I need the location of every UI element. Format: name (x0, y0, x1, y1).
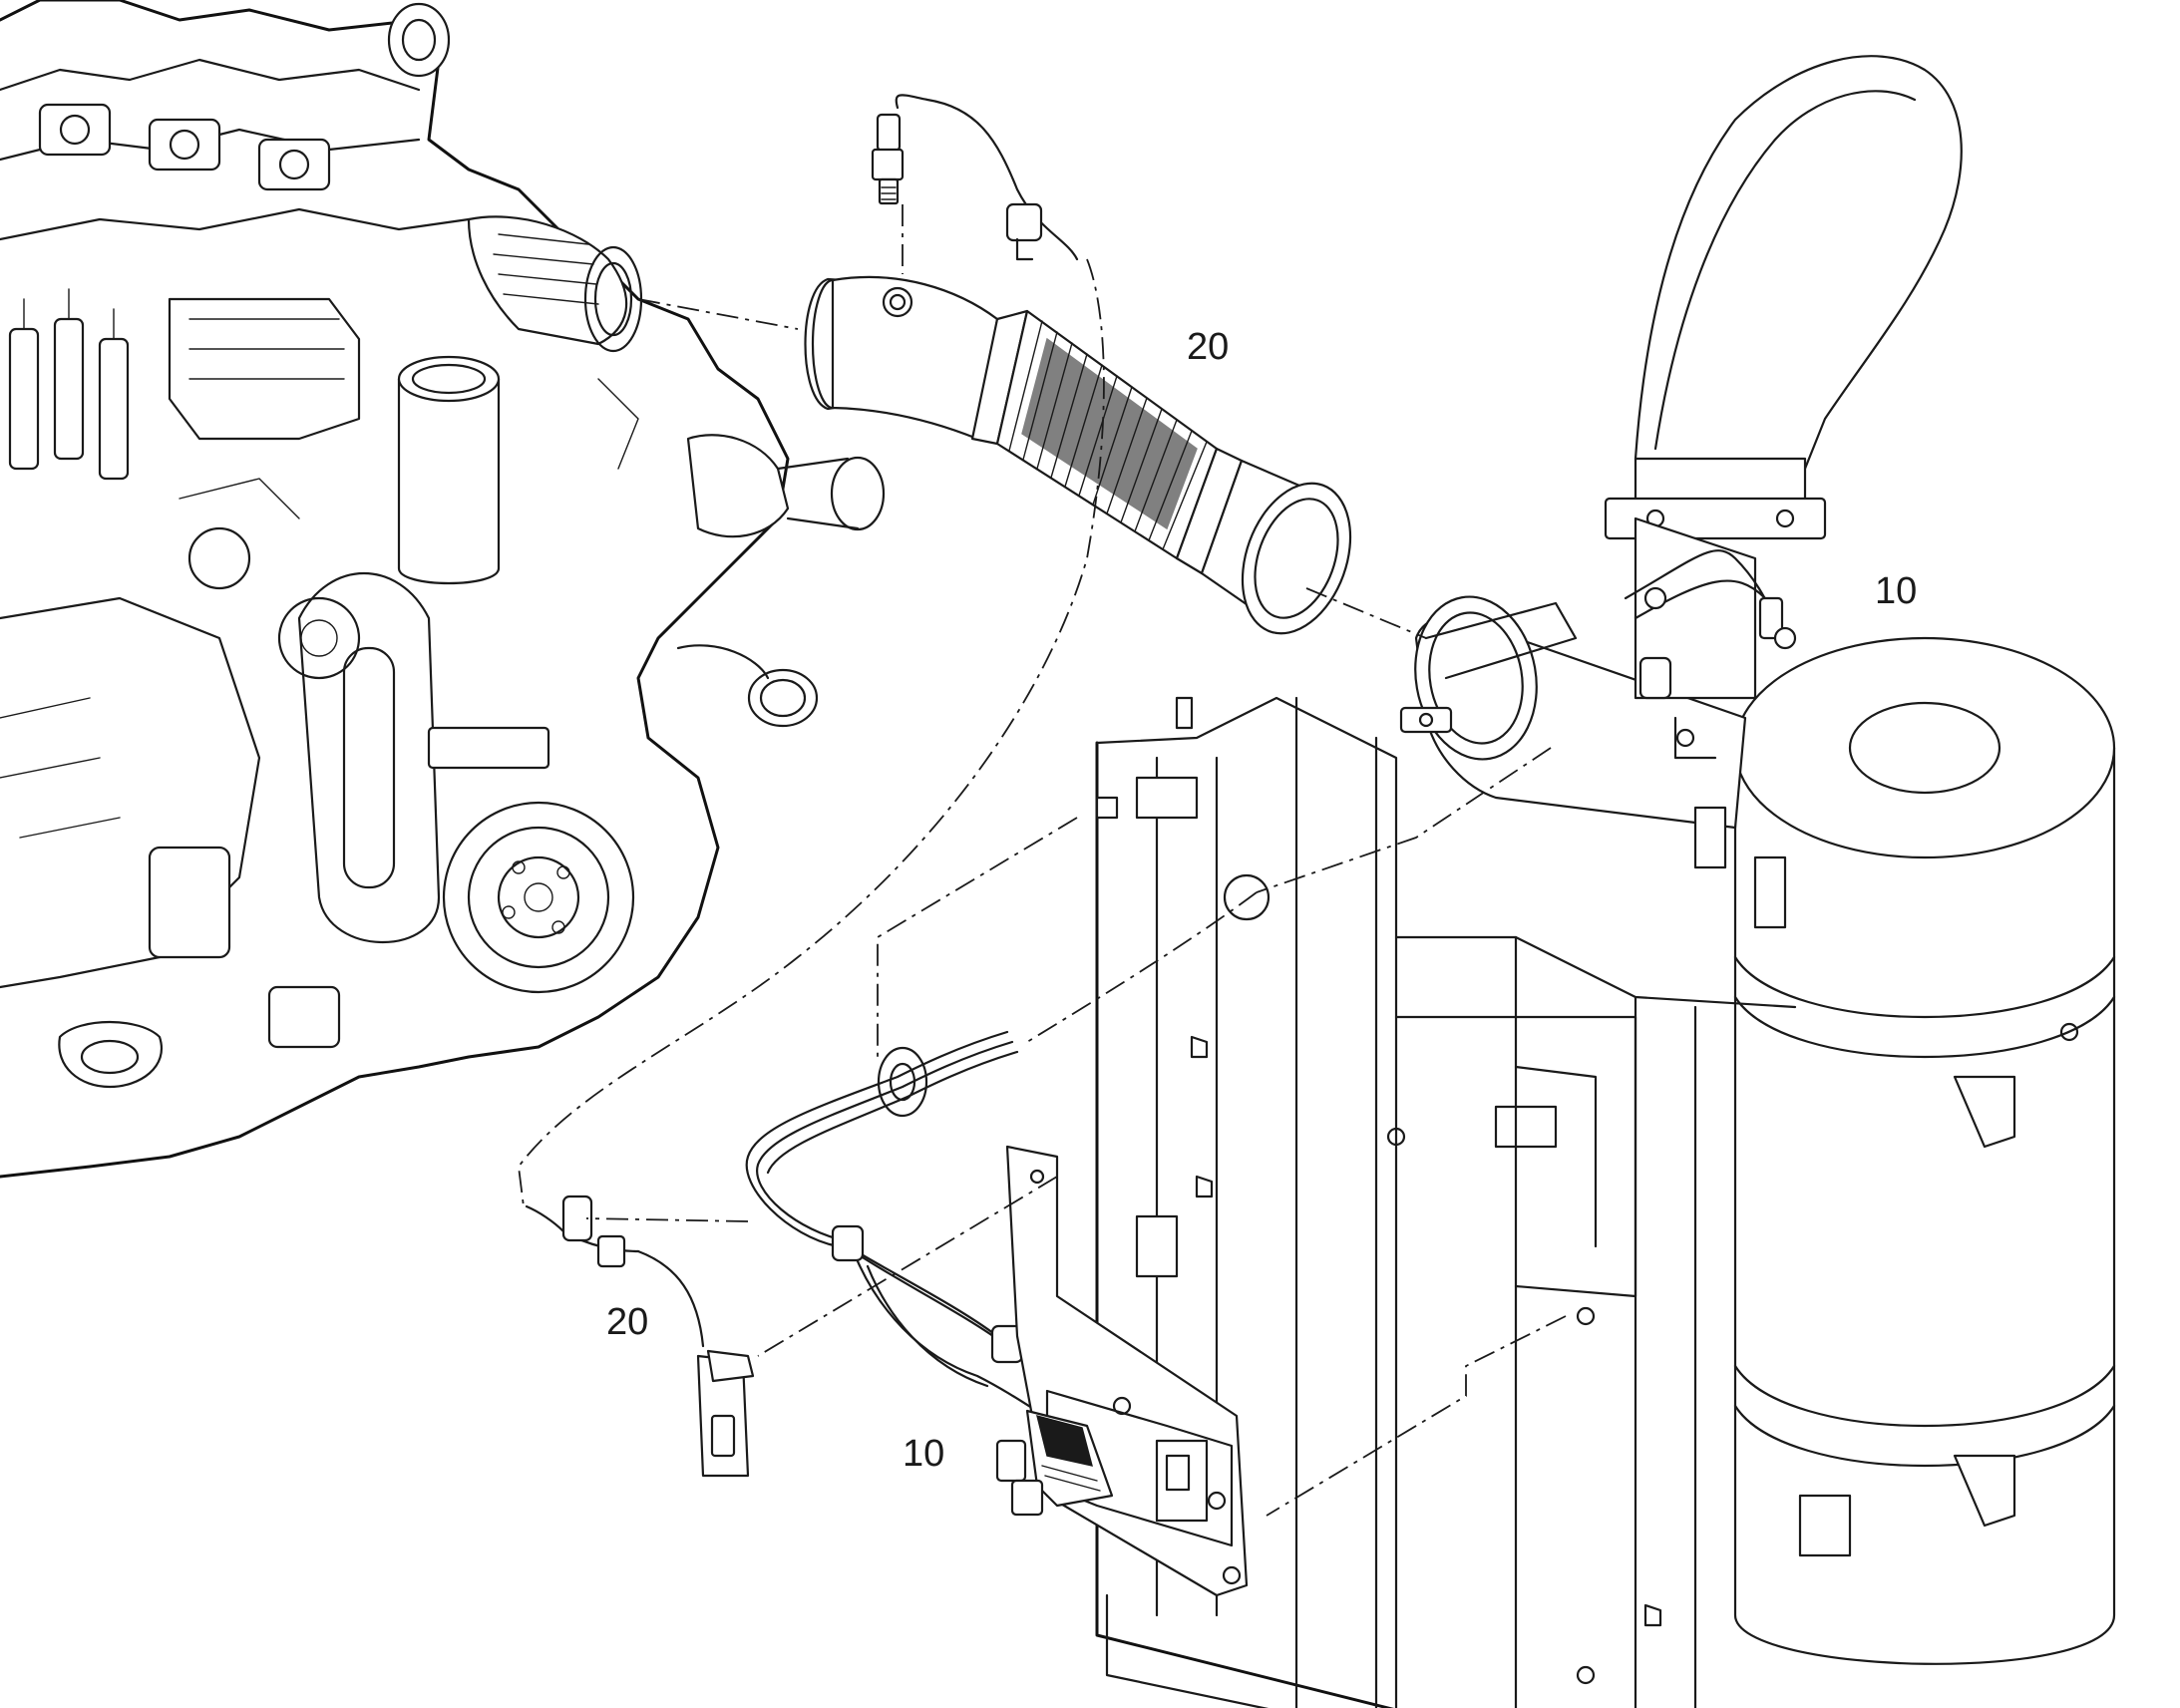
callout-10-top: 10 (1875, 570, 1917, 612)
ecu-harness (745, 1030, 1249, 1597)
mixer-pipe-and-clamp (1399, 516, 1757, 869)
upper-temperature-sensor (871, 94, 1079, 261)
assembly-guide-lines (518, 204, 1567, 1517)
dpf-canister (1733, 636, 2116, 1665)
callout-20-bottom: 20 (606, 1301, 648, 1343)
upper-nox-sensor-harness (1624, 549, 1797, 760)
lower-nox-sensor (525, 1195, 755, 1478)
exhaust-flex-pipe (804, 275, 1352, 635)
exhaust-stack (1604, 55, 1963, 540)
bellows-ribs (1008, 320, 1208, 550)
callout-labels: 20 10 20 10 (606, 326, 1917, 1475)
callout-10-bottom: 10 (903, 1433, 944, 1475)
engine-block (0, 0, 886, 1179)
callout-20-top: 20 (1187, 326, 1229, 368)
